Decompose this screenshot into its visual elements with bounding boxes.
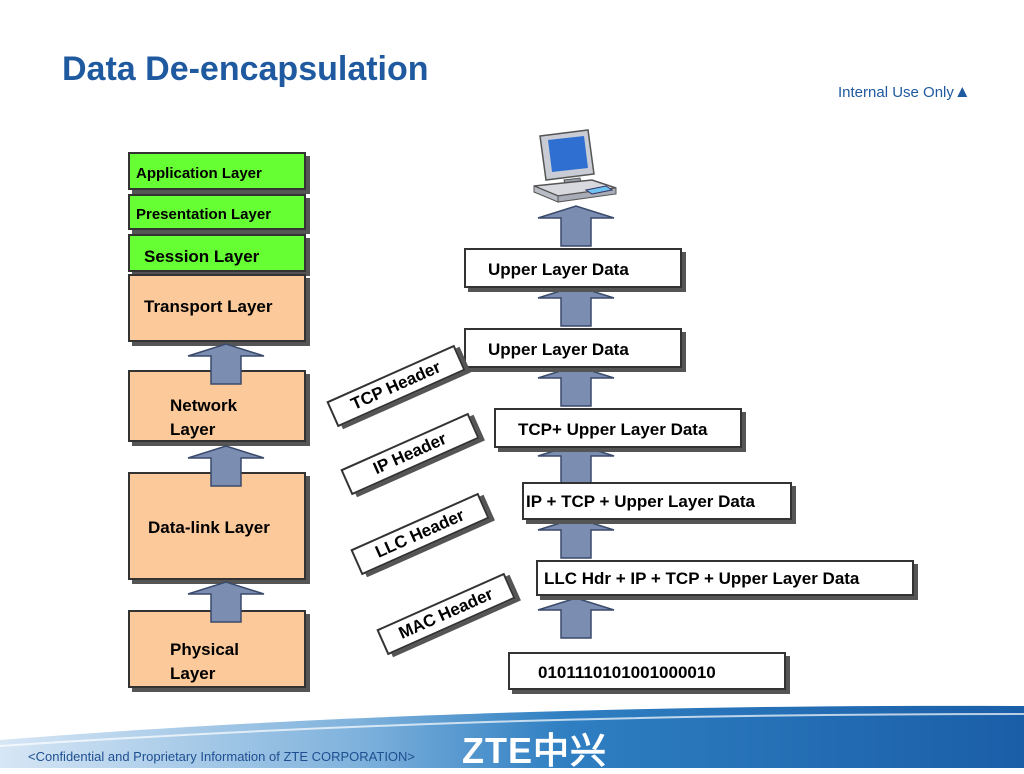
up-arrow-icon bbox=[537, 285, 615, 327]
application-layer: Application Layer bbox=[128, 152, 306, 190]
up-arrow-icon bbox=[187, 343, 265, 385]
up-arrow-icon bbox=[187, 445, 265, 487]
application-layer-label: Application Layer bbox=[136, 165, 262, 182]
presentation-layer-label: Presentation Layer bbox=[136, 206, 272, 223]
llc-hdr-data-box: LLC Hdr + IP + TCP + Upper Layer Data bbox=[536, 560, 914, 596]
up-arrow-icon bbox=[537, 597, 615, 639]
upper-layer-data-label: Upper Layer Data bbox=[488, 340, 629, 359]
page-title: Data De-encapsulation bbox=[62, 50, 429, 88]
triangle-up-icon: ▲ bbox=[953, 82, 971, 101]
tcp-upper-data-label: TCP+ Upper Layer Data bbox=[518, 420, 708, 439]
upper-layer-data-top-box: Upper Layer Data bbox=[464, 248, 682, 288]
up-arrow-icon bbox=[537, 517, 615, 559]
session-layer-label: Session Layer bbox=[144, 247, 260, 266]
network-layer-label-line1: Network bbox=[170, 396, 238, 415]
up-arrow-icon bbox=[537, 365, 615, 407]
network-layer-label-line2: Layer bbox=[170, 420, 216, 439]
transport-layer: Transport Layer bbox=[128, 274, 306, 342]
up-arrow-icon bbox=[537, 205, 615, 247]
physical-layer: Physical Layer bbox=[128, 610, 306, 688]
footer-band bbox=[0, 705, 1024, 768]
internal-use-notice: Internal Use Only▲ bbox=[838, 82, 971, 102]
datalink-layer-label: Data-link Layer bbox=[148, 518, 270, 537]
physical-layer-label-line1: Physical bbox=[170, 640, 239, 659]
upper-layer-data-top-label: Upper Layer Data bbox=[488, 260, 629, 279]
bitstream-label: 0101110101001000010 bbox=[538, 663, 716, 682]
presentation-layer: Presentation Layer bbox=[128, 194, 306, 230]
up-arrow-icon bbox=[187, 581, 265, 623]
zte-logo: ZTE中兴 bbox=[462, 730, 607, 771]
footer-confidential: <Confidential and Proprietary Informatio… bbox=[28, 749, 416, 764]
upper-layer-data-box: Upper Layer Data bbox=[464, 328, 682, 368]
up-arrow-icon bbox=[537, 443, 615, 485]
tcp-upper-data-box: TCP+ Upper Layer Data bbox=[494, 408, 742, 448]
session-layer: Session Layer bbox=[128, 234, 306, 272]
ip-tcp-data-label: IP + TCP + Upper Layer Data bbox=[526, 492, 755, 511]
transport-layer-label: Transport Layer bbox=[144, 297, 273, 316]
internal-use-label: Internal Use Only bbox=[838, 84, 954, 101]
bitstream-box: 0101110101001000010 bbox=[508, 652, 786, 690]
ip-tcp-data-box: IP + TCP + Upper Layer Data bbox=[522, 482, 792, 520]
llc-hdr-data-label: LLC Hdr + IP + TCP + Upper Layer Data bbox=[544, 569, 860, 588]
physical-layer-label-line2: Layer bbox=[170, 664, 216, 683]
computer-icon bbox=[533, 129, 617, 203]
